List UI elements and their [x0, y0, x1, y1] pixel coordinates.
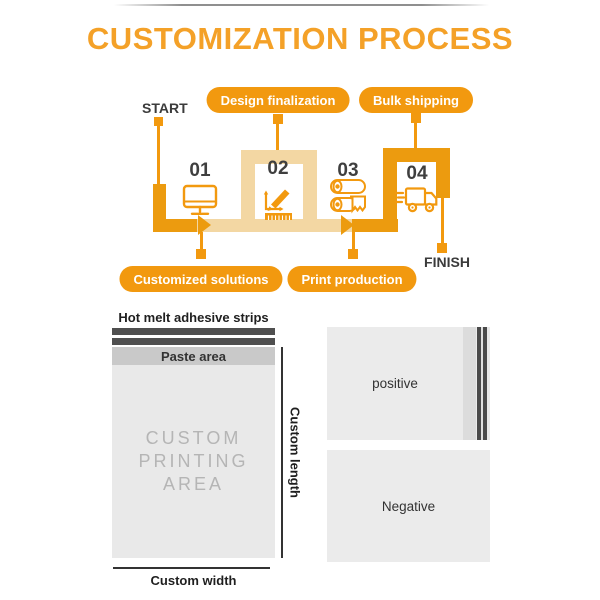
paste-area-band: Paste area: [112, 347, 275, 365]
pill-design-finalization: Design finalization: [206, 87, 350, 113]
frame-04-left: [383, 148, 397, 232]
start-connector-square: [154, 117, 163, 126]
printing-area-label-line3: AREA: [162, 474, 225, 495]
pill-connector-line: [200, 232, 203, 250]
bag-body: CUSTOM PRINTING AREA: [112, 365, 275, 558]
path-elbow-horizontal: [153, 219, 199, 232]
pill-bulk-shipping: Bulk shipping: [359, 87, 473, 113]
step-number-02: 02: [267, 158, 289, 179]
positive-strip-gap: [481, 327, 483, 440]
pill-customized-solutions: Customized solutions: [119, 266, 283, 292]
pill-print-production: Print production: [287, 266, 417, 292]
path-arrow-icon: [341, 215, 354, 235]
finish-label: FINISH: [424, 254, 470, 270]
step-number-04: 04: [406, 163, 428, 184]
printing-area-label-line1: CUSTOM: [145, 427, 242, 448]
frame-04-right: [436, 148, 450, 198]
printing-area-label-line2: PRINTING: [138, 450, 249, 471]
delivery-truck-icon: [395, 184, 441, 214]
step-number-01: 01: [189, 160, 211, 181]
paper-rolls-icon: [327, 177, 369, 219]
frame-02-right: [303, 150, 317, 232]
pill-connector-square: [196, 249, 206, 259]
adhesive-strip-bottom: [112, 338, 275, 345]
start-connector-line: [157, 126, 160, 185]
frame-02-top: [241, 150, 317, 164]
length-label: Custom length: [287, 407, 303, 498]
positive-panel: positive: [327, 327, 490, 440]
positive-adhesive-strip-1: [477, 327, 481, 440]
width-dimension-line: [113, 567, 270, 569]
step-number-03: 03: [337, 160, 359, 181]
adhesive-strips-label: Hot melt adhesive strips: [118, 310, 269, 325]
finish-connector-square: [437, 243, 447, 253]
frame-04-top: [383, 148, 450, 162]
design-ruler-pencil-icon: [259, 180, 297, 220]
monitor-icon: [181, 184, 219, 216]
start-label: START: [142, 100, 188, 116]
width-label: Custom width: [150, 573, 237, 588]
pill-connector-line: [352, 232, 355, 250]
length-label-wrap: Custom length: [286, 347, 304, 558]
negative-label: Negative: [381, 498, 436, 514]
negative-panel: Negative: [327, 450, 490, 562]
length-dimension-line: [281, 347, 283, 558]
pill-connector-square: [273, 114, 283, 124]
finish-connector-line: [441, 198, 444, 244]
positive-label: positive: [372, 376, 418, 391]
positive-adhesive-strip-2: [483, 327, 487, 440]
pill-connector-square: [411, 113, 421, 123]
pill-connector-line: [276, 124, 279, 150]
frame-02-left: [241, 150, 255, 232]
positive-fold-shade: [463, 327, 476, 440]
path-tan-bar: [197, 219, 352, 232]
adhesive-strip-top: [112, 328, 275, 335]
top-divider: [114, 4, 489, 6]
pill-connector-square: [348, 249, 358, 259]
pill-connector-line: [414, 123, 417, 148]
paste-area-label: Paste area: [160, 348, 227, 364]
path-arrow-icon: [198, 215, 211, 235]
page-title: CUSTOMIZATION PROCESS: [86, 21, 514, 56]
positive-edge: [487, 327, 490, 440]
